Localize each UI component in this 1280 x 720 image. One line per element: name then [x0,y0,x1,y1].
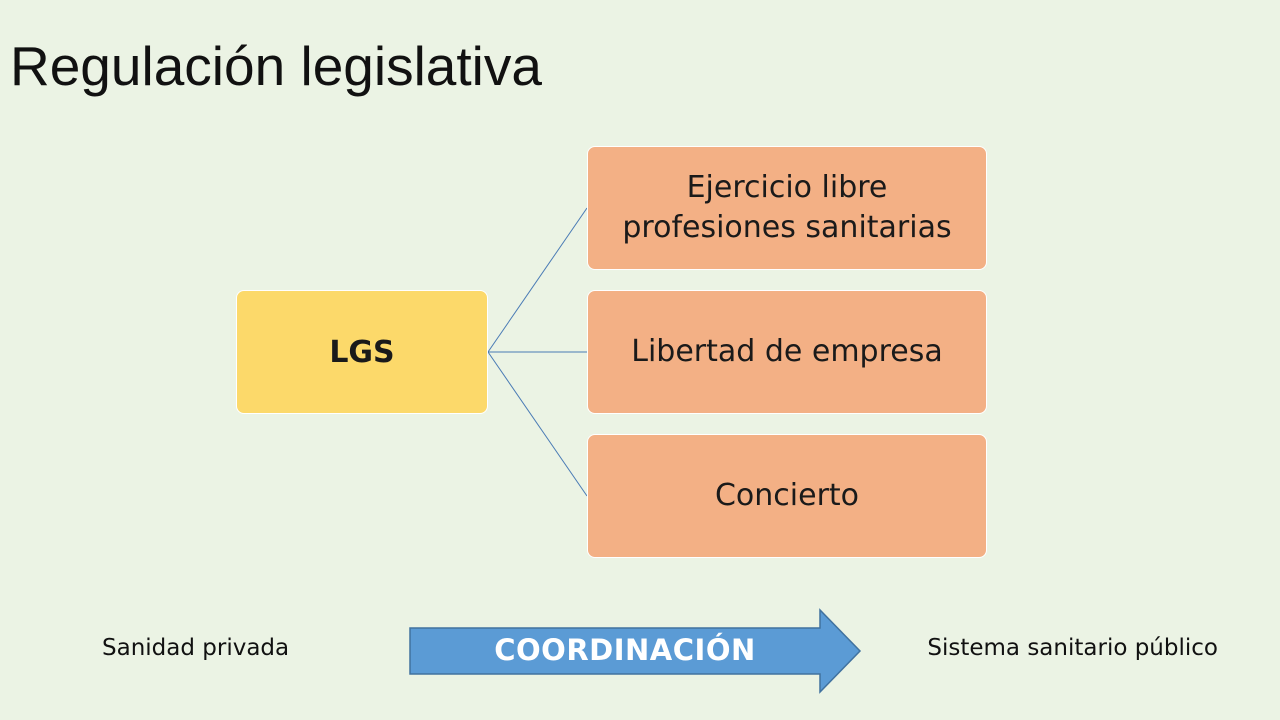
coordination-arrow [409,608,862,694]
child-node-libertad-empresa: Libertad de empresa [587,290,987,414]
connector-to-child-1 [487,207,588,353]
root-node-lgs: LGS [236,290,488,414]
coordination-arrow-label: COORDINACIÓN [494,633,756,667]
root-node-label: LGS [329,334,395,370]
label-sistema-sanitario-publico: Sistema sanitario público [927,635,1218,661]
child-node-concierto: Concierto [587,434,987,558]
slide-title: Regulación legislativa [10,35,542,97]
child-node-label: Libertad de empresa [631,333,943,369]
label-sanidad-privada: Sanidad privada [102,635,290,661]
child-node-label: Concierto [714,477,860,513]
child-node-ejercicio-libre: Ejercicio libre profesiones sanitarias [587,146,987,270]
child-node-label: Ejercicio libre profesiones sanitarias [622,169,952,246]
connector-to-child-3 [487,351,588,497]
